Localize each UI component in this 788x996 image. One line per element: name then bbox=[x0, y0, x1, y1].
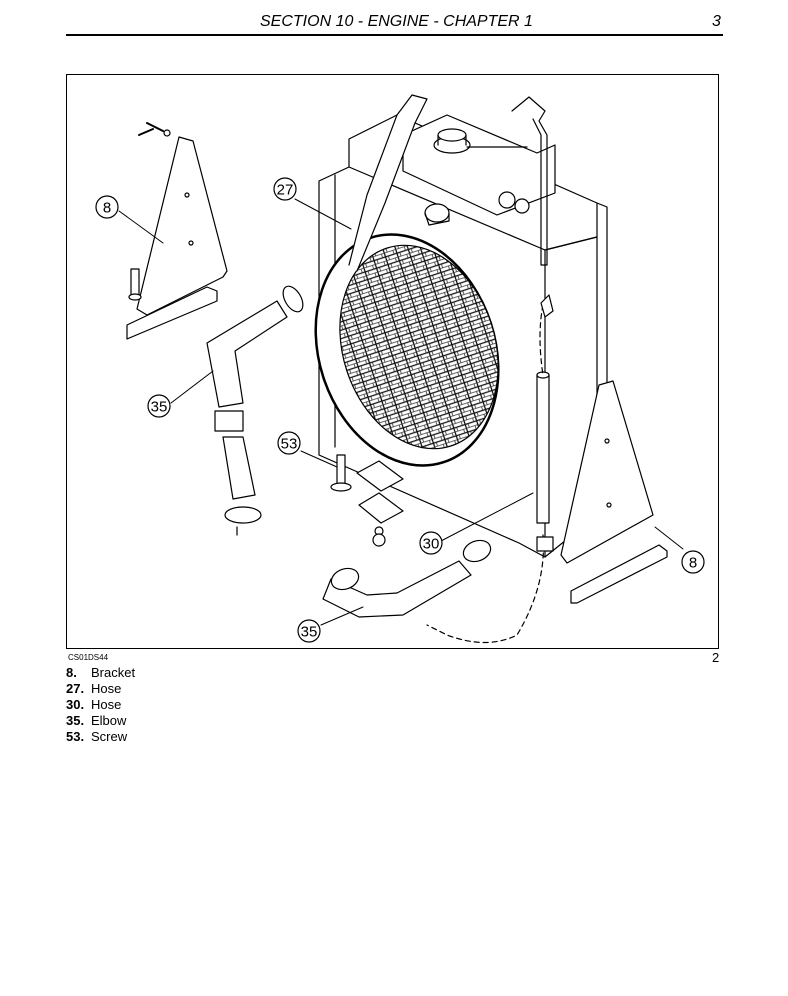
expansion-tank bbox=[402, 114, 556, 216]
legend-item-number: 35. bbox=[66, 713, 85, 728]
callout-circles bbox=[95, 177, 705, 643]
page-header-title: SECTION 10 - ENGINE - CHAPTER 1 bbox=[260, 13, 533, 30]
legend-item-number: 8. bbox=[66, 665, 77, 680]
page-number: 3 bbox=[712, 13, 721, 30]
callout-35-upper: 35 bbox=[151, 399, 168, 416]
legend-item-number: 30. bbox=[66, 697, 85, 712]
callout-circle-53 bbox=[277, 431, 301, 455]
radiator-assembly-drawing: 8 27 35 53 30 8 35 bbox=[95, 94, 705, 644]
legend-item: 8. Bracket bbox=[66, 665, 135, 681]
elbow-35-lower bbox=[322, 539, 492, 618]
callout-circle-8-right bbox=[681, 550, 705, 574]
legend-item: 35. Elbow bbox=[66, 713, 135, 729]
legend-item-label: Screw bbox=[91, 729, 128, 744]
callout-30: 30 bbox=[423, 536, 440, 553]
callout-35-lower: 35 bbox=[301, 624, 318, 641]
callout-27: 27 bbox=[277, 182, 294, 199]
figure-code: CS01DS44 bbox=[68, 653, 109, 662]
legend-item-label: Bracket bbox=[91, 665, 136, 680]
hose-30 bbox=[426, 304, 554, 644]
left-bracket bbox=[126, 122, 228, 340]
legend-item-label: Hose bbox=[91, 697, 122, 712]
callout-circle-8-left bbox=[95, 195, 119, 219]
header-rule bbox=[66, 34, 723, 36]
upper-pipe bbox=[348, 94, 548, 272]
legend-item: 30. Hose bbox=[66, 697, 135, 713]
legend-item: 27. Hose bbox=[66, 681, 135, 697]
exploded-view-figure: 8 27 35 53 30 8 35 bbox=[66, 74, 719, 649]
callout-circle-30 bbox=[419, 531, 443, 555]
callout-53: 53 bbox=[281, 436, 298, 453]
right-bracket bbox=[540, 294, 668, 604]
parts-legend: 8. Bracket 27. Hose 30. Hose 35. Elbow 5… bbox=[66, 665, 135, 745]
legend-item-label: Elbow bbox=[91, 713, 127, 728]
legend-item-number: 27. bbox=[66, 681, 85, 696]
fan-shroud bbox=[314, 233, 500, 467]
legend-item: 53. Screw bbox=[66, 729, 135, 745]
callout-circle-35-upper bbox=[147, 394, 171, 418]
callout-8-right: 8 bbox=[689, 555, 697, 572]
screw-53-assembly bbox=[330, 454, 404, 547]
legend-item-label: Hose bbox=[91, 681, 122, 696]
leader-lines bbox=[118, 198, 684, 626]
callout-circle-35-lower bbox=[297, 619, 321, 643]
figure-number: 2 bbox=[712, 650, 720, 665]
callout-circle-27 bbox=[273, 177, 297, 201]
elbow-35-upper bbox=[206, 285, 304, 536]
legend-item-number: 53. bbox=[66, 729, 85, 744]
callout-8-left: 8 bbox=[103, 200, 111, 217]
